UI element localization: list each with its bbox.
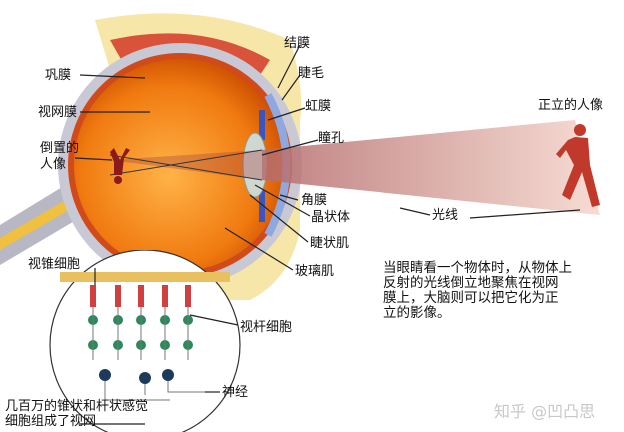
- label-inverted-image-2: 人像: [40, 157, 67, 172]
- inner-beam: [110, 150, 262, 180]
- label-light: 光线: [432, 208, 459, 223]
- light-beam: [262, 120, 600, 215]
- label-retina-note-2: 细胞组成了视网: [5, 414, 97, 429]
- label-lens: 晶状体: [311, 210, 351, 225]
- label-eyelash: 睫毛: [298, 66, 325, 81]
- label-nerve: 神经: [222, 385, 249, 400]
- label-conjunctiva: 结膜: [284, 36, 311, 51]
- leader-lines: [74, 44, 581, 271]
- description-line: 立的影像。: [383, 305, 451, 321]
- description-line: 反射的光线倒立地聚焦在视网: [383, 275, 559, 291]
- retina-inset: [49, 250, 241, 432]
- label-cornea: 角膜: [301, 193, 328, 208]
- label-pupil: 瞳孔: [318, 131, 345, 146]
- label-vitreous: 玻璃肌: [295, 264, 335, 279]
- label-ciliary-muscle: 睫状肌: [310, 236, 350, 251]
- label-sclera: 巩膜: [45, 68, 72, 83]
- ray-line: [109, 154, 263, 181]
- description-line: 当眼睛看一个物体时，从物体上: [383, 260, 572, 276]
- label-iris: 虹膜: [305, 99, 332, 114]
- description-line: 膜上，大脑则可以把它化为正: [383, 290, 559, 306]
- inverted-figure: [110, 148, 130, 184]
- watermark: 知乎 @凹凸思: [494, 402, 596, 421]
- label-cone-cells: 视锥细胞: [28, 257, 81, 272]
- upright-figure: [556, 124, 600, 207]
- ray-line: [109, 149, 263, 176]
- photoreceptor-cells: [88, 285, 205, 401]
- label-rod-cells: 视杆细胞: [240, 320, 293, 335]
- inset-leader-lines: [80, 268, 239, 425]
- label-retina: 视网膜: [38, 105, 78, 120]
- label-retina-note-1: 几百万的锥状和杆状感觉: [5, 399, 149, 414]
- label-upright-image: 正立的人像: [538, 98, 604, 113]
- label-inverted-image-1: 倒置的: [40, 141, 80, 156]
- description-paragraph: 当眼睛看一个物体时，从物体上 反射的光线倒立地聚焦在视网 膜上，大脑则可以把它化…: [383, 261, 623, 321]
